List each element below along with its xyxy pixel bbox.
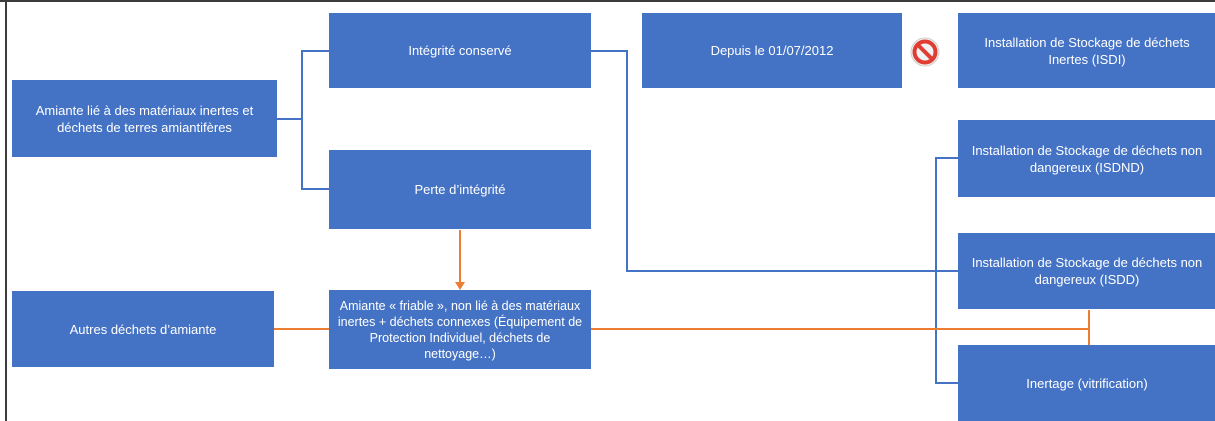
node-label: Intégrité conservé <box>408 43 512 58</box>
node-label: Perte d’intégrité <box>414 182 506 197</box>
connector-amiante-to-integrite <box>277 50 329 120</box>
node-isdi: Installation de Stockage de déchets Iner… <box>958 13 1215 88</box>
node-label: Installation de Stockage de déchets non … <box>971 255 1203 287</box>
node-label: Installation de Stockage de déchets Iner… <box>984 34 1190 67</box>
node-inertage: Inertage (vitrification) <box>958 345 1215 421</box>
node-label: Amiante « friable », non lié à des matér… <box>337 298 583 361</box>
node-label: Autres déchets d’amiante <box>69 321 217 337</box>
node-depuis: Depuis le 01/07/2012 <box>642 13 902 88</box>
arrowhead-down <box>455 282 465 290</box>
node-label: Inertage (vitrification) <box>1026 375 1148 391</box>
node-isdd: Installation de Stockage de déchets non … <box>958 233 1215 309</box>
node-amiante-lie: Amiante lié à des matériaux inertes et d… <box>12 80 277 157</box>
node-label: Installation de Stockage de déchets non … <box>971 142 1203 175</box>
node-label: Amiante lié à des matériaux inertes et d… <box>35 102 254 135</box>
node-integrite-conserve: Intégrité conservé <box>329 13 591 88</box>
node-isdnd: Installation de Stockage de déchets non … <box>958 120 1215 197</box>
frame-top-border <box>0 0 1215 2</box>
node-perte-integrite: Perte d’intégrité <box>329 150 591 229</box>
node-autres: Autres déchets d’amiante <box>12 291 274 367</box>
node-friable: Amiante « friable », non lié à des matér… <box>329 290 591 369</box>
connector-amiante-to-perte <box>301 119 329 190</box>
node-label: Depuis le 01/07/2012 <box>710 43 834 58</box>
connector-bus-isdnd <box>935 157 958 384</box>
frame-left-border <box>5 0 7 421</box>
no-entry-icon <box>910 37 940 67</box>
